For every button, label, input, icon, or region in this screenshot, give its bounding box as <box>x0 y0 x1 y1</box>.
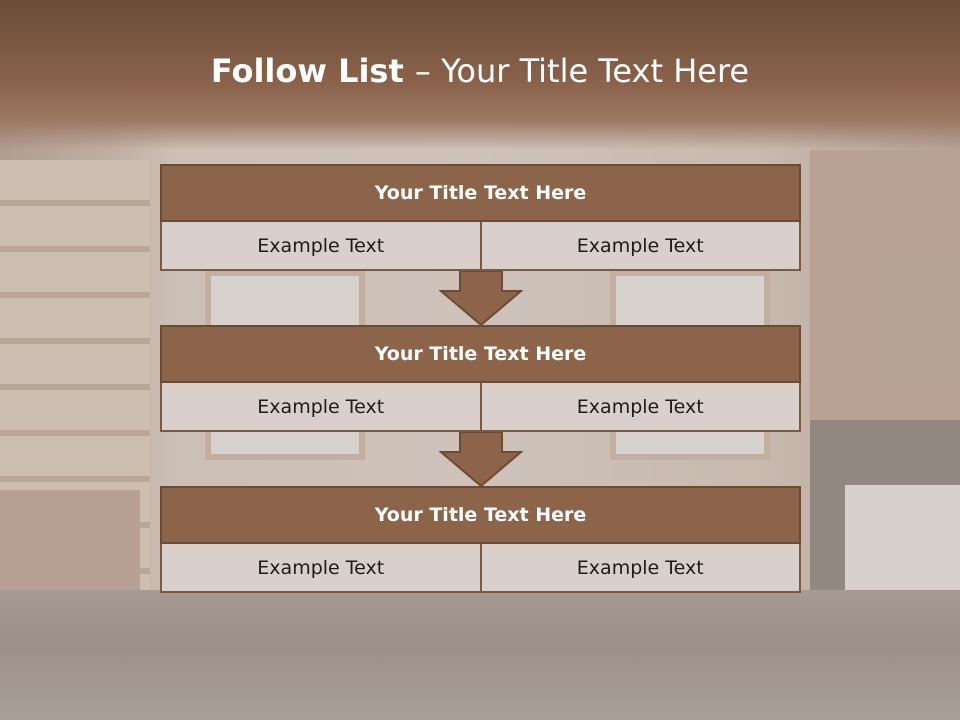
title-bold: Follow List <box>210 52 415 90</box>
step-row: Example Text Example Text <box>160 222 801 271</box>
step-cell-left[interactable]: Example Text <box>160 383 482 432</box>
down-arrow-icon <box>439 271 523 325</box>
step-cell-right[interactable]: Example Text <box>481 544 801 593</box>
wood-panel <box>810 150 960 420</box>
step-block-2[interactable]: Your Title Text Here Example Text Exampl… <box>160 325 801 432</box>
step-title[interactable]: Your Title Text Here <box>160 325 801 383</box>
title-rest: – Your Title Text Here <box>414 52 750 90</box>
fireplace-opening <box>845 485 960 600</box>
step-cell-left[interactable]: Example Text <box>160 222 482 271</box>
slide-title[interactable]: Follow List – Your Title Text Here <box>0 52 960 90</box>
title-bar <box>0 0 960 150</box>
step-row: Example Text Example Text <box>160 383 801 432</box>
step-title[interactable]: Your Title Text Here <box>160 486 801 544</box>
step-cell-left[interactable]: Example Text <box>160 544 482 593</box>
floor <box>0 590 960 720</box>
step-block-3[interactable]: Your Title Text Here Example Text Exampl… <box>160 486 801 593</box>
step-block-1[interactable]: Your Title Text Here Example Text Exampl… <box>160 164 801 271</box>
down-arrow-icon <box>439 432 523 486</box>
step-title[interactable]: Your Title Text Here <box>160 164 801 222</box>
step-cell-right[interactable]: Example Text <box>481 222 801 271</box>
step-row: Example Text Example Text <box>160 544 801 593</box>
step-cell-right[interactable]: Example Text <box>481 383 801 432</box>
